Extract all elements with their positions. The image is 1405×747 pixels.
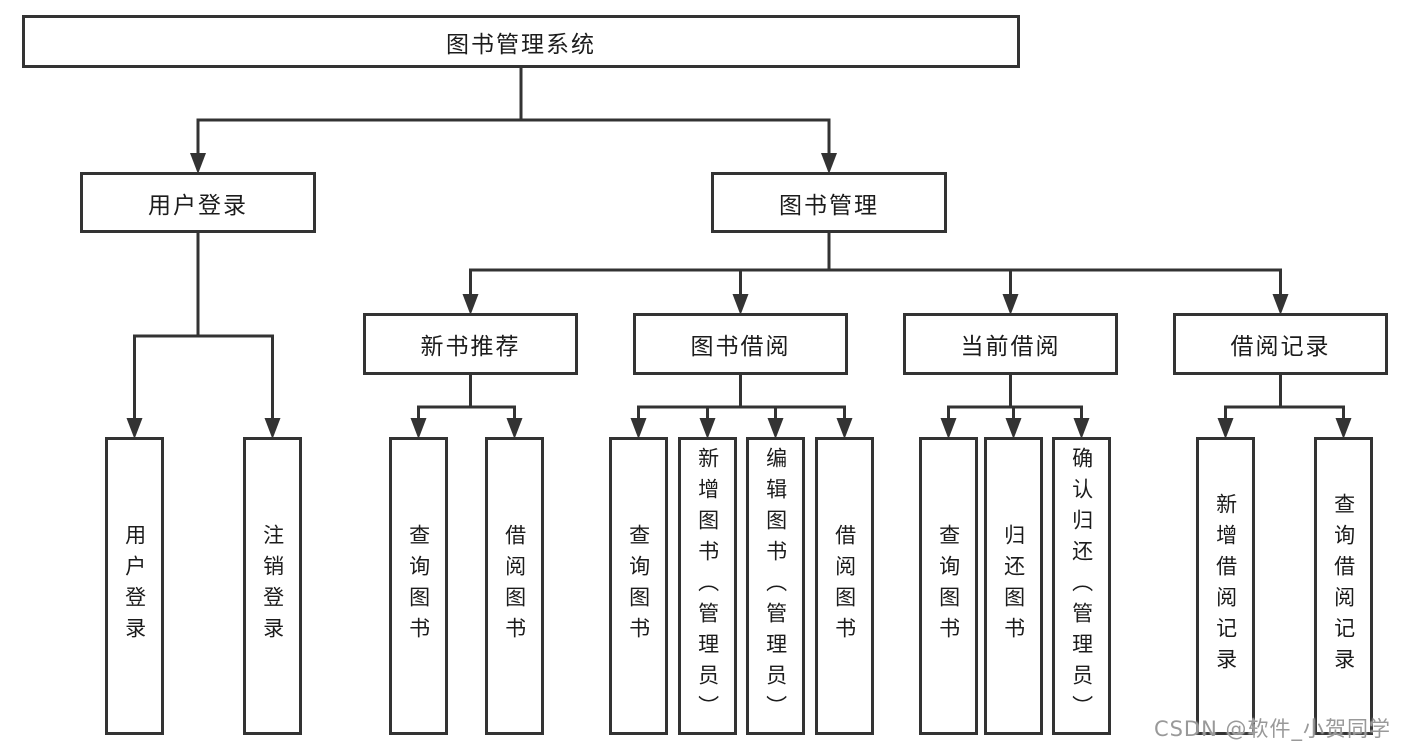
node-leaf-nbr-borrow: 借阅图书 (485, 437, 544, 735)
node-label: 用户登录 (148, 192, 248, 219)
arrowhead-icon (190, 153, 206, 174)
node-leaf-cb-query: 查询图书 (919, 437, 978, 735)
node-label: 图书管理系统 (446, 31, 596, 58)
arrowhead-icon (836, 418, 853, 439)
node-label: 确认归还（管理员） (1069, 446, 1094, 726)
node-label: 当前借阅 (960, 334, 1061, 360)
node-new-book-rec: 新书推荐 (363, 313, 578, 375)
node-user-login: 用户登录 (80, 172, 316, 233)
arrowhead-icon (1335, 418, 1352, 439)
node-leaf-bb-borrow: 借阅图书 (815, 437, 874, 735)
node-label: 编辑图书（管理员） (763, 446, 788, 726)
node-leaf-br-add: 新增借阅记录 (1196, 437, 1255, 735)
node-label: 图书借阅 (690, 334, 791, 360)
arrowhead-icon (1002, 294, 1019, 315)
arrowhead-icon (410, 418, 427, 439)
arrowhead-icon (767, 418, 784, 439)
node-borrow-record: 借阅记录 (1173, 313, 1388, 375)
node-leaf-bb-query: 查询图书 (609, 437, 668, 735)
arrowhead-icon (1073, 418, 1090, 439)
node-label: 注销登录 (260, 524, 285, 648)
node-leaf-logout: 注销登录 (243, 437, 302, 735)
node-current-borrow: 当前借阅 (903, 313, 1118, 375)
arrowhead-icon (126, 418, 143, 439)
node-leaf-bb-add: 新增图书（管理员） (678, 437, 737, 735)
arrowhead-icon (630, 418, 647, 439)
node-leaf-cb-return: 归还图书 (984, 437, 1043, 735)
node-label: 查询借阅记录 (1331, 493, 1356, 679)
node-book-mgmt: 图书管理 (711, 172, 947, 233)
node-leaf-nbr-query: 查询图书 (389, 437, 448, 735)
node-label: 新增图书（管理员） (695, 446, 720, 726)
node-label: 借阅记录 (1230, 334, 1331, 360)
arrowhead-icon (1005, 418, 1022, 439)
node-root: 图书管理系统 (22, 15, 1020, 68)
node-label: 归还图书 (1001, 524, 1026, 648)
node-book-borrow: 图书借阅 (633, 313, 848, 375)
node-label: 查询图书 (626, 524, 651, 648)
arrowhead-icon (732, 294, 749, 315)
watermark: CSDN @软件_小贺同学 (1153, 717, 1391, 741)
arrowhead-icon (264, 418, 281, 439)
node-label: 查询图书 (406, 524, 431, 648)
arrowhead-icon (462, 294, 479, 315)
node-label: 借阅图书 (832, 524, 857, 648)
arrowhead-icon (940, 418, 957, 439)
node-leaf-user-login: 用户登录 (105, 437, 164, 735)
node-label: 查询图书 (936, 524, 961, 648)
node-label: 新增借阅记录 (1213, 493, 1238, 679)
node-label: 新书推荐 (420, 334, 521, 360)
arrowhead-icon (699, 418, 716, 439)
node-leaf-br-query: 查询借阅记录 (1314, 437, 1373, 735)
node-leaf-cb-confirm: 确认归还（管理员） (1052, 437, 1111, 735)
node-label: 借阅图书 (502, 524, 527, 648)
node-leaf-bb-edit: 编辑图书（管理员） (746, 437, 805, 735)
arrowhead-icon (506, 418, 523, 439)
node-label: 用户登录 (122, 524, 147, 648)
arrowhead-icon (1217, 418, 1234, 439)
arrowhead-icon (1272, 294, 1289, 315)
arrowhead-icon (821, 153, 837, 174)
node-label: 图书管理 (779, 192, 879, 219)
